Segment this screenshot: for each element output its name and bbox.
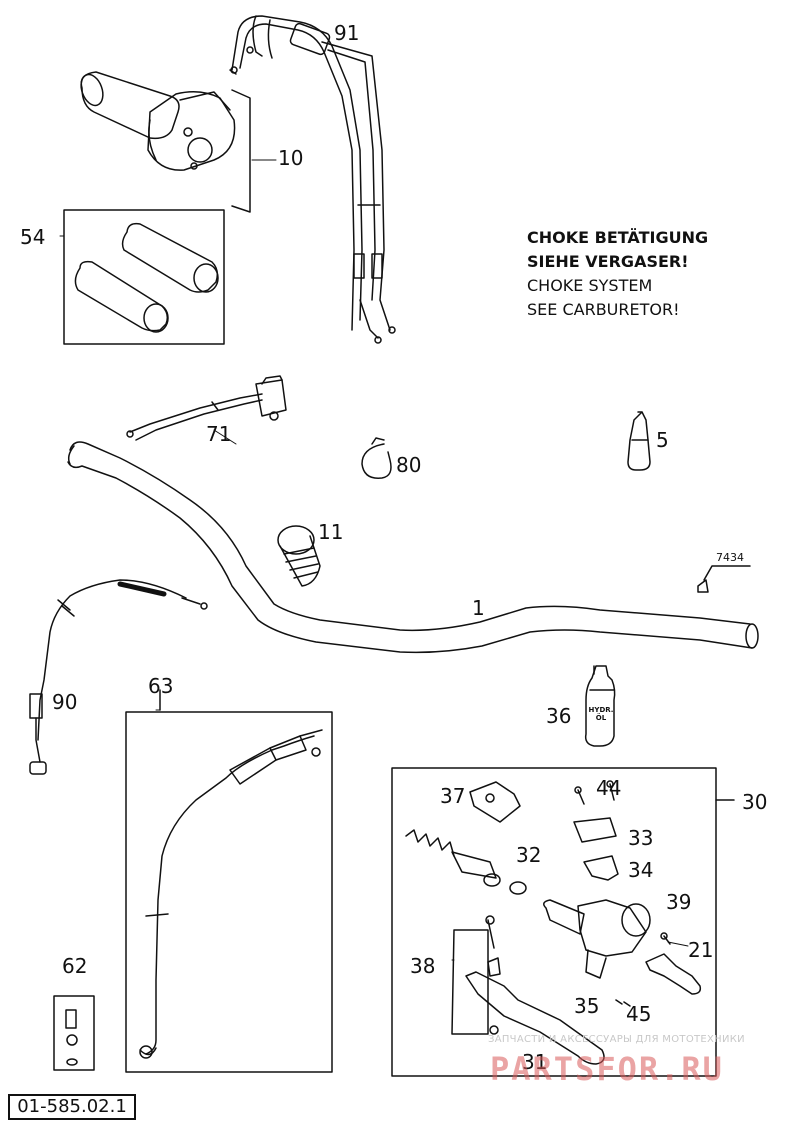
grips-set-box bbox=[63, 209, 225, 345]
callout-10: 10 bbox=[278, 146, 304, 170]
callout-38: 38 bbox=[410, 954, 436, 978]
callout-63: 63 bbox=[148, 674, 174, 698]
callout-7434: 7434 bbox=[716, 551, 744, 564]
bleeder-screw-box bbox=[53, 995, 95, 1071]
callout-34: 34 bbox=[628, 858, 654, 882]
watermark-logo: PARTSFOR.RU bbox=[490, 1050, 724, 1088]
throttle-cables bbox=[229, 15, 396, 344]
throttle-grip-assembly bbox=[80, 71, 251, 213]
callout-30: 30 bbox=[742, 790, 768, 814]
clutch-cable-box bbox=[125, 689, 333, 1073]
oil-dropper-bottle bbox=[627, 411, 651, 471]
callout-1: 1 bbox=[472, 596, 485, 620]
note-line-1: CHOKE BETÄTIGUNG bbox=[527, 228, 709, 247]
note-line-4: SEE CARBURETOR! bbox=[527, 300, 680, 319]
cable-clamp bbox=[361, 437, 392, 479]
callout-44: 44 bbox=[596, 776, 622, 800]
callout-91: 91 bbox=[334, 21, 360, 45]
bottle-label: HYDR. ÖL bbox=[588, 706, 614, 722]
callout-54: 54 bbox=[20, 225, 46, 249]
callout-62: 62 bbox=[62, 954, 88, 978]
callout-21: 21 bbox=[688, 938, 714, 962]
decompressor-cable bbox=[29, 579, 208, 775]
note-line-3: CHOKE SYSTEM bbox=[527, 276, 653, 295]
note-line-2: SIEHE VERGASER! bbox=[527, 252, 689, 271]
callout-31: 31 bbox=[522, 1050, 548, 1074]
hydraulic-oil-bottle bbox=[584, 665, 616, 747]
callout-32: 32 bbox=[516, 843, 542, 867]
watermark-tagline: ЗАПЧАСТИ И АКСЕССУАРЫ ДЛЯ МОТОТЕХНИКИ bbox=[488, 1034, 745, 1045]
callout-71: 71 bbox=[206, 422, 232, 446]
master-cylinder-box bbox=[391, 767, 735, 1077]
callout-90: 90 bbox=[52, 690, 78, 714]
callout-5: 5 bbox=[656, 428, 669, 452]
callout-36: 36 bbox=[546, 704, 572, 728]
plug-7434 bbox=[697, 565, 751, 593]
callout-39: 39 bbox=[666, 890, 692, 914]
callout-80: 80 bbox=[396, 453, 422, 477]
callout-35: 35 bbox=[574, 994, 600, 1018]
callout-45: 45 bbox=[626, 1002, 652, 1026]
callout-11: 11 bbox=[318, 520, 344, 544]
kill-switch-with-wire bbox=[126, 375, 287, 441]
handlebar bbox=[67, 441, 759, 654]
document-number: 01-585.02.1 bbox=[8, 1094, 136, 1120]
rubber-boot bbox=[277, 525, 321, 587]
leader-lines bbox=[59, 159, 689, 961]
callout-37: 37 bbox=[440, 784, 466, 808]
choke-note: CHOKE BETÄTIGUNG SIEHE VERGASER! CHOKE S… bbox=[527, 226, 708, 322]
callout-33: 33 bbox=[628, 826, 654, 850]
